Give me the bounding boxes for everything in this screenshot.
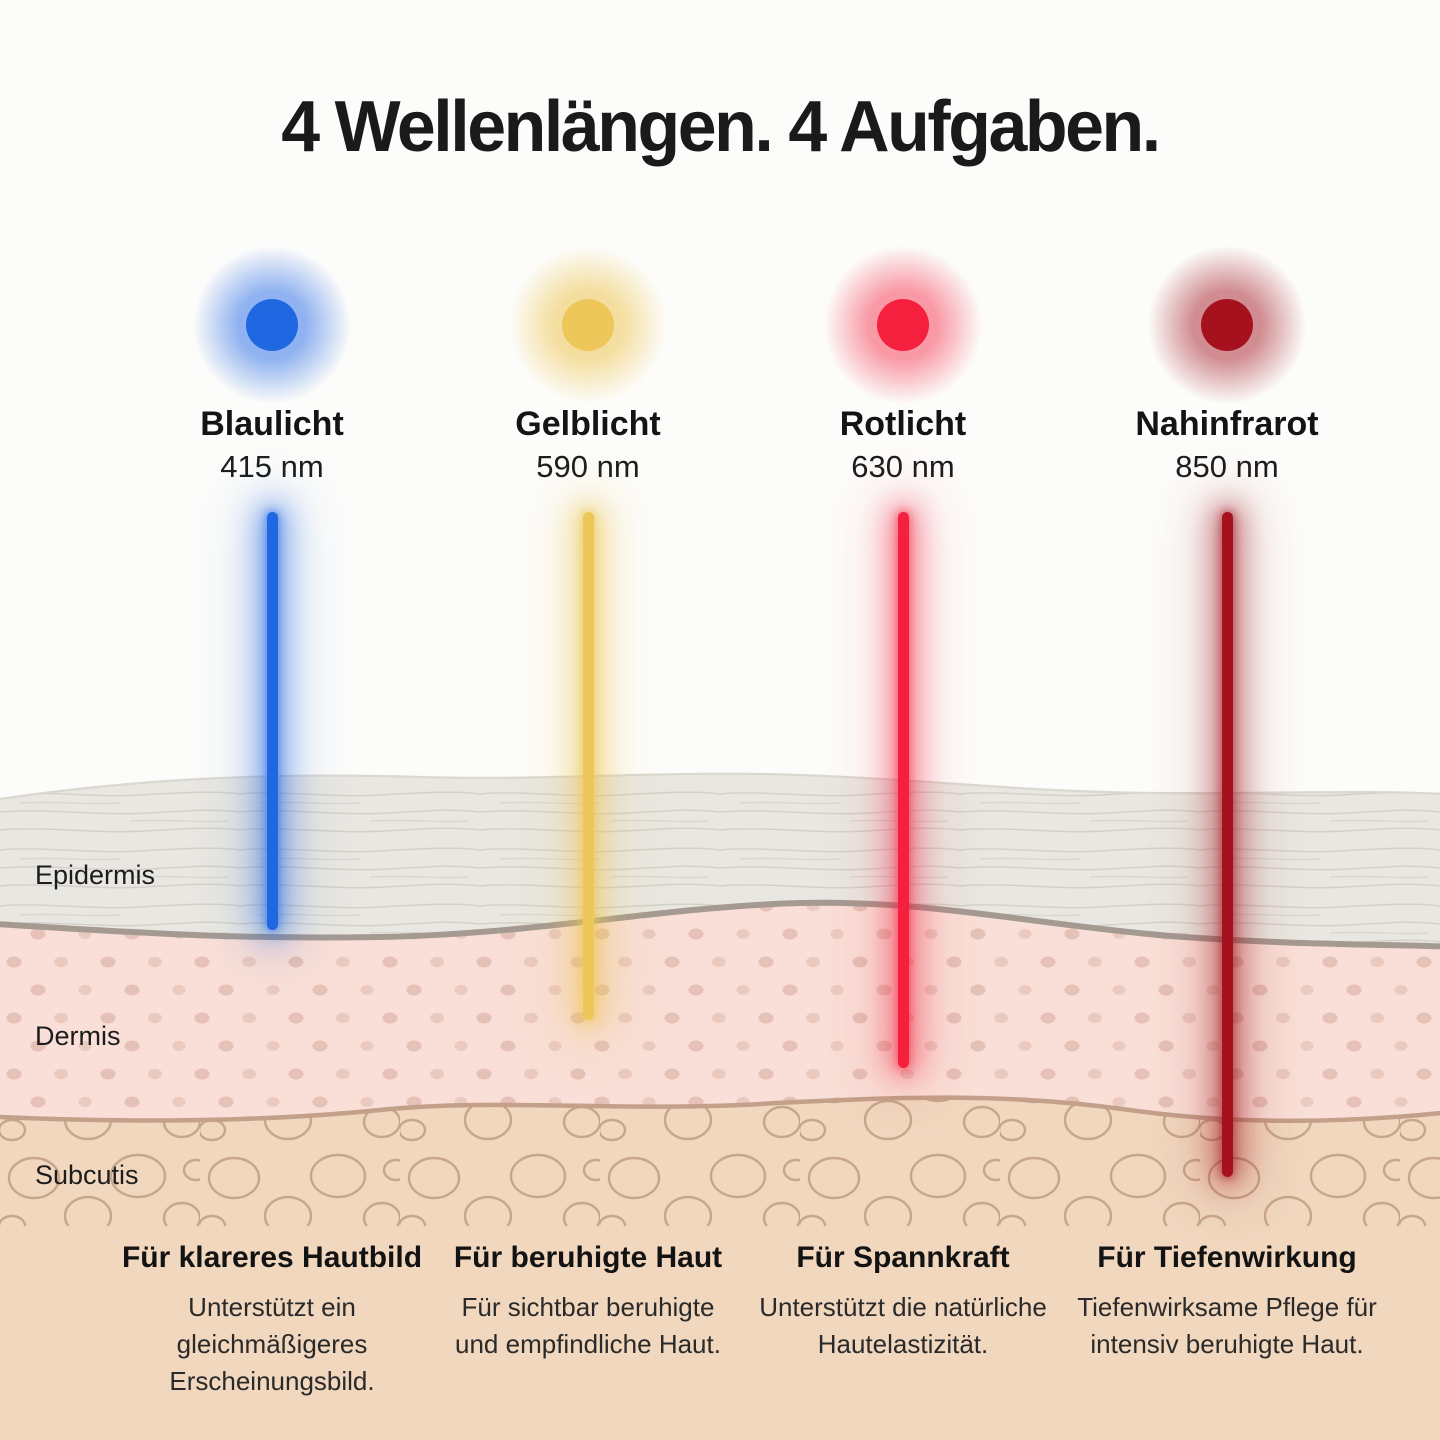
benefit-caption: Für Tiefenwirkung Tiefenwirksame Pflege … [1047,1241,1407,1363]
benefit-title: Für beruhigte Haut [453,1241,723,1274]
wavelength-name: Nahinfrarot [1135,405,1319,443]
label-epidermis: Epidermis [35,860,156,890]
yellow-light-beam [582,512,594,1020]
label-subcutis: Subcutis [35,1160,139,1190]
benefit-caption: Für Spannkraft Unterstützt die natürlich… [723,1241,1083,1363]
benefit-text: Unterstützt ein gleichmäßigeres Erschein… [169,1292,375,1396]
wavelength-value: 850 nm [1175,449,1279,484]
page-title: 4 Wellenlängen. 4 Aufgaben. [281,87,1161,167]
wavelength-value: 590 nm [536,449,640,484]
infrared-light-dot-icon [1201,299,1253,351]
benefit-text: Unterstützt die natürliche Hautelastizit… [759,1292,1047,1359]
blue-light-dot-icon [246,299,298,351]
blue-light-beam [266,512,278,930]
infrared-light-beam [1221,512,1233,1177]
benefit-caption: Für beruhigte Haut Für sichtbar beruhigt… [408,1241,768,1363]
yellow-light-dot-icon [562,299,614,351]
benefit-caption: Für klareres Hautbild Unterstützt ein gl… [92,1241,452,1400]
benefit-title: Für klareres Hautbild [121,1241,423,1274]
benefit-title: Für Spannkraft [796,1241,1010,1274]
wavelength-name: Gelblicht [515,405,661,443]
epidermis-dermis-boundary [0,899,1440,950]
red-light-dot-icon [877,299,929,351]
red-light-beam [897,512,909,1068]
wavelength-value: 415 nm [220,449,324,484]
wavelength-name: Blaulicht [200,405,344,443]
benefit-text: Tiefenwirksame Pflege für intensiv beruh… [1077,1292,1377,1359]
label-dermis: Dermis [35,1021,121,1051]
wavelength-name: Rotlicht [839,405,967,443]
wavelength-value: 630 nm [851,449,955,484]
benefit-text: Für sichtbar beruhigte und empfindliche … [455,1292,721,1359]
benefit-title: Für Tiefenwirkung [1097,1241,1357,1274]
